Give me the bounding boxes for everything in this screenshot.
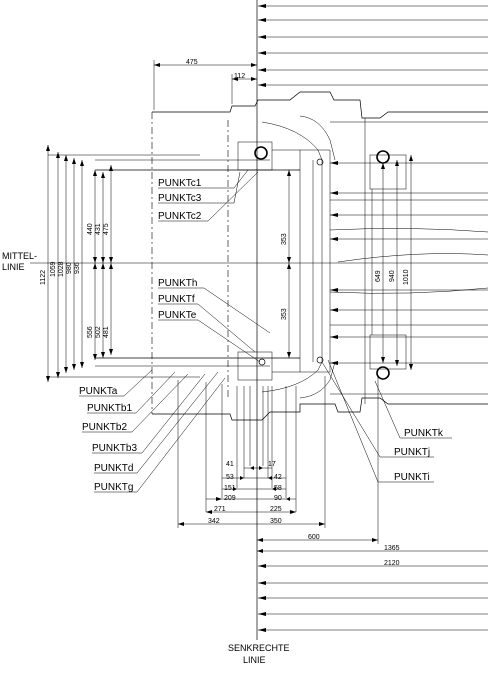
dim-1365: 1365 — [384, 545, 400, 552]
right-point-labels: PUNKTk PUNKTj PUNKTi — [321, 359, 452, 483]
dim-41: 41 — [226, 461, 234, 468]
label-punkt-a: PUNKTa — [79, 386, 118, 397]
dim-1122: 1122 — [40, 270, 47, 285]
dim-209: 209 — [224, 495, 236, 502]
dim-112: 112 — [234, 73, 245, 80]
lower-point-labels: PUNKTa PUNKTb1 PUNKTb2 PUNKTb3 PUNKTd PU… — [79, 369, 226, 493]
dim-350: 350 — [270, 518, 282, 525]
dim-980: 980 — [66, 262, 73, 274]
dim-353-lower: 353 — [281, 308, 288, 320]
label-punkt-c2: PUNKTc2 — [158, 211, 202, 222]
label-punkt-d: PUNKTd — [94, 463, 133, 474]
dim-940: 940 — [389, 270, 396, 282]
dim-556: 556 — [87, 326, 94, 338]
bottom-extension-lines — [177, 376, 379, 544]
left-vertical-dimensions: 1122 1059 1028 980 936 440 431 475 556 — [40, 145, 113, 382]
right-middle-arrows — [330, 161, 488, 365]
dim-2120: 2120 — [384, 560, 400, 567]
vehicle-outline — [48, 91, 488, 421]
label-punkt-b1: PUNKTb1 — [87, 403, 132, 414]
dim-90: 90 — [274, 495, 282, 502]
dim-481: 481 — [103, 326, 110, 338]
label-punkt-c1: PUNKTc1 — [158, 178, 202, 189]
senkrechte-linie-label-1: SENKRECHTE — [228, 643, 290, 653]
label-punkt-b3: PUNKTb3 — [92, 443, 137, 454]
dim-58: 58 — [274, 485, 282, 492]
label-punkt-g: PUNKTg — [94, 482, 133, 493]
mittel-linie-label-2: LINIE — [2, 262, 25, 272]
dim-431: 431 — [95, 223, 102, 235]
label-punkt-c3: PUNKTc3 — [158, 193, 202, 204]
right-vertical-dimensions: 649 940 1010 — [375, 155, 413, 370]
bottom-reference-lines — [258, 564, 488, 632]
center-vertical-dimensions: 353 353 — [281, 170, 291, 358]
mittel-linie-label-1: MITTEL- — [2, 251, 37, 261]
top-reference-lines — [258, 4, 488, 87]
dim-225: 225 — [270, 506, 282, 513]
dim-475: 475 — [186, 59, 198, 66]
dim-271: 271 — [214, 506, 226, 513]
label-punkt-i: PUNKTi — [394, 472, 430, 483]
dim-151: 151 — [224, 485, 236, 492]
dim-53: 53 — [226, 474, 234, 481]
label-punkt-b2: PUNKTb2 — [82, 422, 127, 433]
dim-936: 936 — [74, 262, 81, 274]
dim-475-v: 475 — [103, 223, 110, 235]
bottom-dimensions: 41 17 53 42 151 58 209 90 271 225 3 — [178, 461, 488, 567]
dim-649: 649 — [375, 270, 382, 282]
dim-342: 342 — [208, 518, 220, 525]
dim-1028: 1028 — [58, 261, 65, 277]
label-punkt-j: PUNKTj — [394, 447, 430, 458]
dim-502: 502 — [95, 326, 102, 338]
dim-600: 600 — [308, 534, 320, 541]
dim-1059: 1059 — [50, 261, 57, 277]
label-punkt-k: PUNKTk — [404, 428, 444, 439]
dim-17: 17 — [268, 461, 276, 468]
label-punkt-h: PUNKTh — [158, 278, 197, 289]
label-punkt-e: PUNKTe — [158, 310, 197, 321]
dim-42: 42 — [274, 474, 282, 481]
label-punkt-f: PUNKTf — [158, 294, 195, 305]
upper-point-labels: PUNKTc1 PUNKTc3 PUNKTc2 PUNKTh PUNKTf PU… — [158, 169, 271, 363]
dim-1010: 1010 — [403, 269, 410, 285]
top-dimensions: 475 112 — [153, 59, 257, 110]
senkrechte-linie-label-2: LINIE — [243, 655, 266, 665]
dim-353-upper: 353 — [281, 233, 288, 245]
dim-440: 440 — [87, 223, 94, 235]
